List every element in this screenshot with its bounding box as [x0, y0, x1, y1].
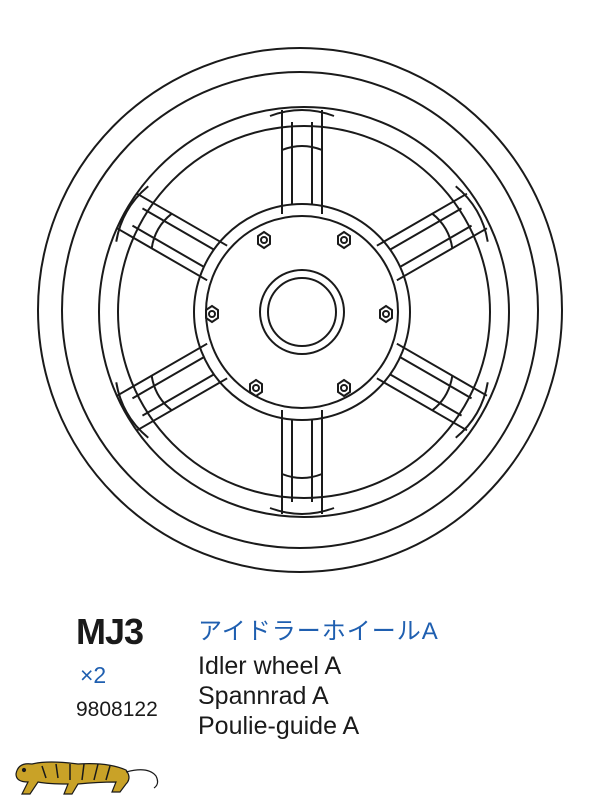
- hex-bolt: [249, 378, 263, 398]
- part-name-german: Spannrad A: [198, 682, 329, 710]
- part-code: MJ3: [76, 611, 144, 652]
- axle-bore-outer: [259, 269, 345, 355]
- hex-bolt: [337, 230, 351, 250]
- hex-bolt: [205, 304, 219, 324]
- part-name-english: Idler wheel A: [198, 652, 342, 680]
- quantity-label: ×2: [80, 662, 107, 688]
- hex-bolt: [257, 230, 271, 250]
- part-name-japanese: アイドラーホイールA: [198, 618, 439, 645]
- part-name-french: Poulie-guide A: [198, 712, 360, 740]
- idler-wheel-drawing: [37, 47, 563, 573]
- rim-inner-ring: [117, 125, 491, 499]
- hex-bolt: [379, 304, 393, 324]
- tire-outer-ring: [37, 47, 563, 573]
- hub-inner-ring: [205, 215, 399, 409]
- wheel-spoke: [269, 109, 335, 214]
- hub-outer-ring: [193, 203, 411, 421]
- tire-inner-ring: [61, 71, 539, 549]
- wheel-spoke: [110, 182, 235, 292]
- axle-bore-inner: [267, 277, 337, 347]
- hex-bolt: [337, 378, 351, 398]
- rim-outer-ring: [98, 106, 510, 518]
- wheel-spoke: [110, 332, 235, 442]
- part-number: 9808122: [76, 698, 158, 721]
- tiger-logo-icon: [15, 761, 159, 795]
